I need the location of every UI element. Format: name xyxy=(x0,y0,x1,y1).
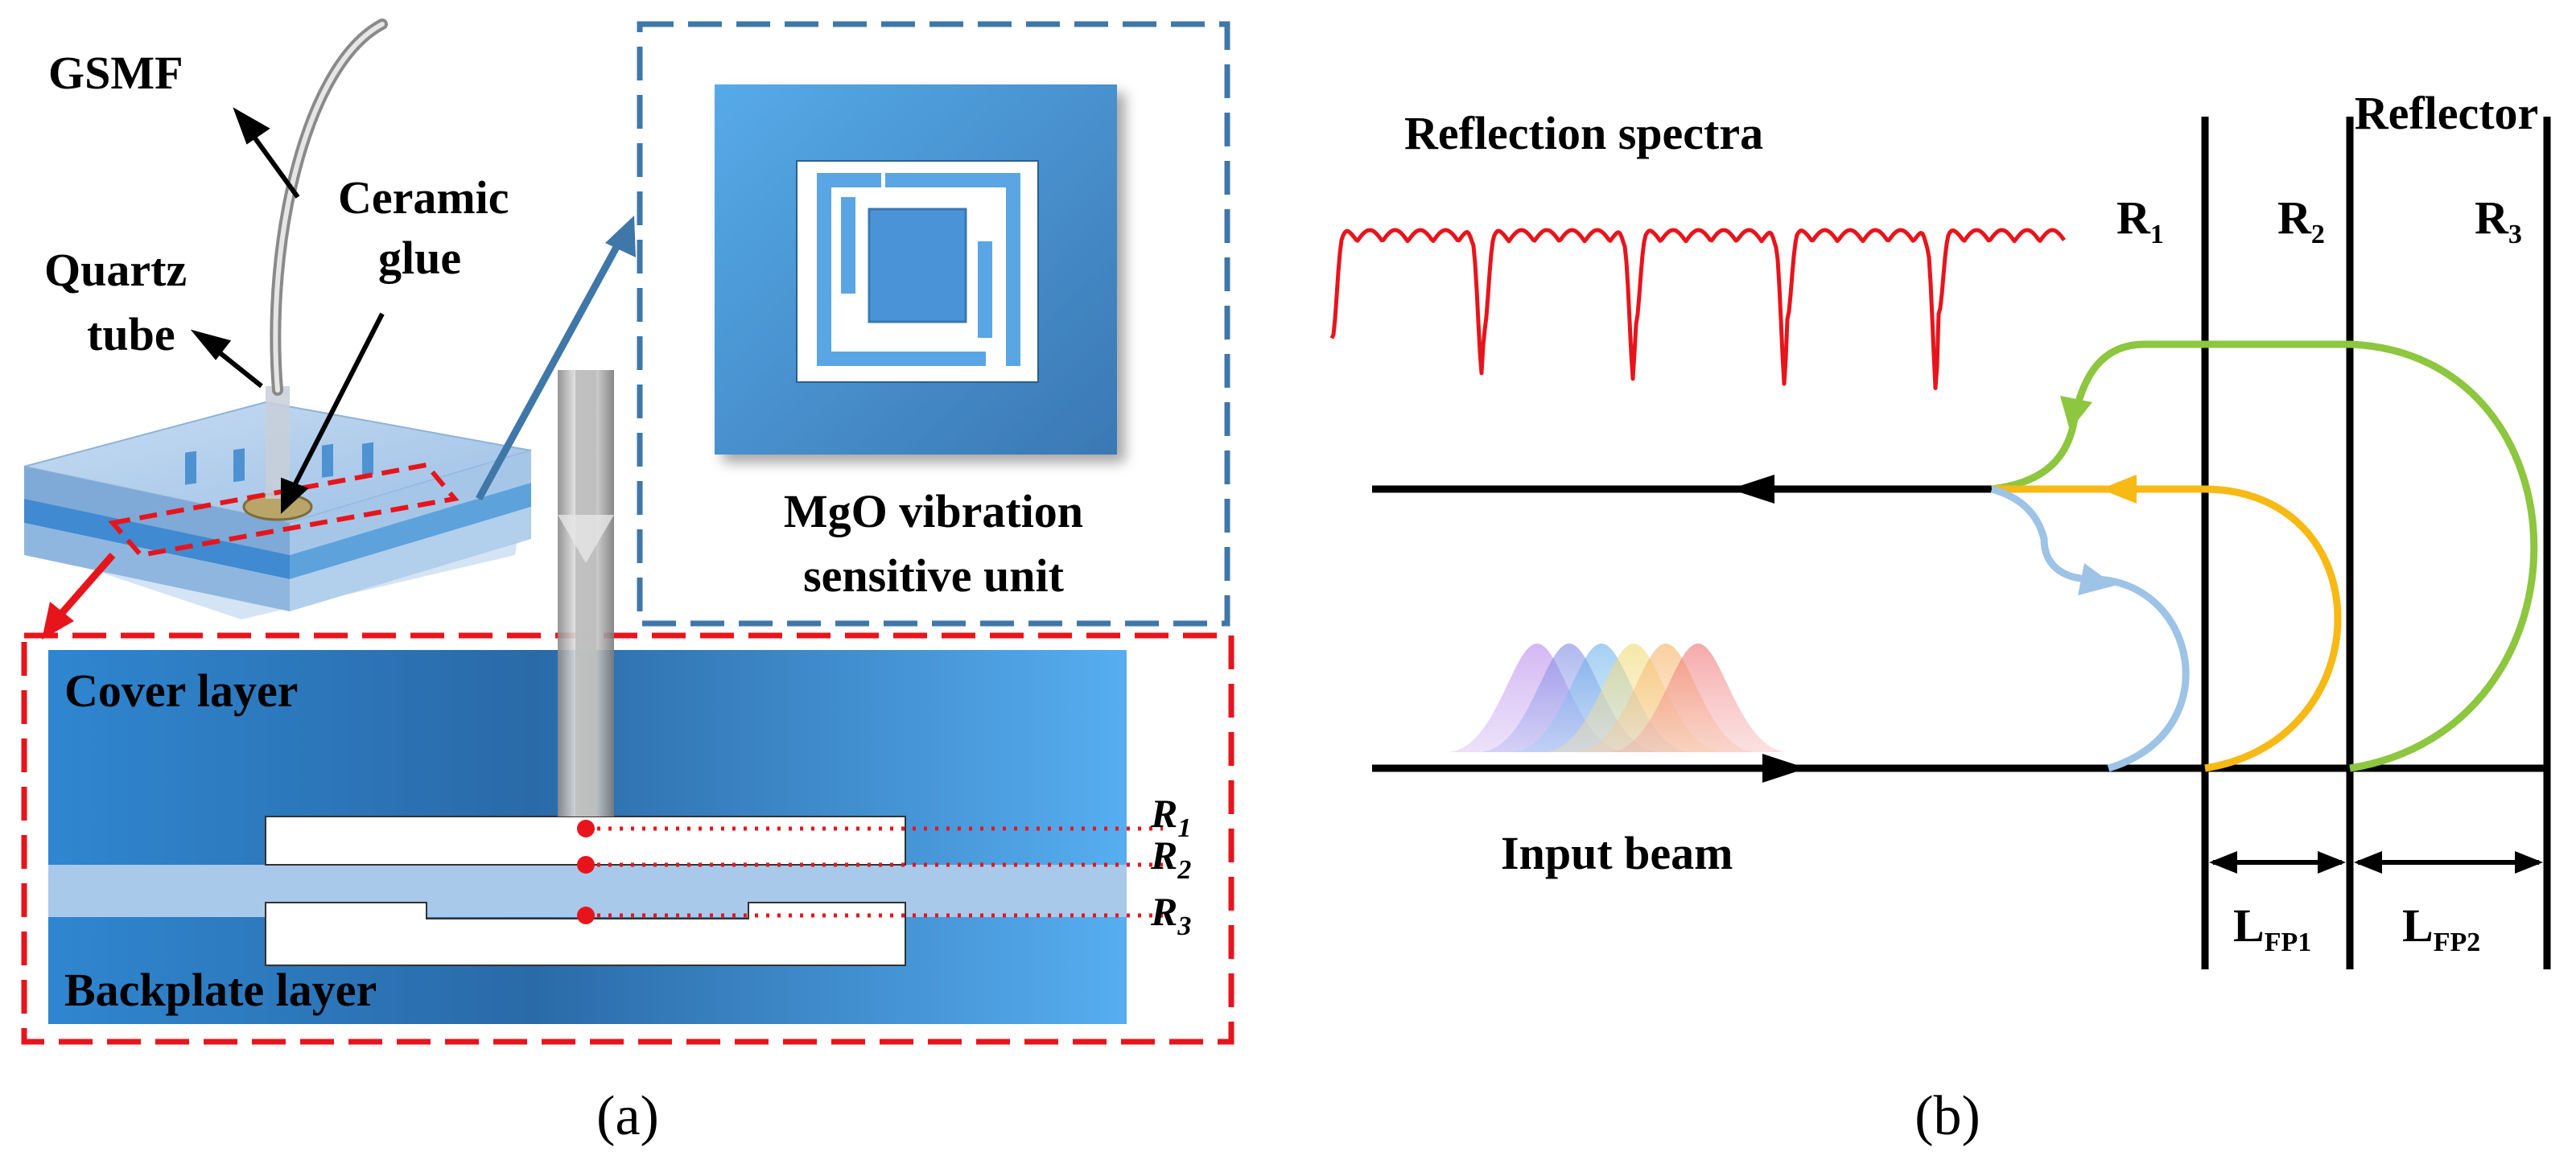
label-a-r1: R1 xyxy=(1150,791,1191,843)
label-ceramic-2: glue xyxy=(378,232,461,284)
arrow-r2-yellow xyxy=(2100,475,2137,504)
label-b-r2: R2 xyxy=(2277,191,2325,249)
label-quartz-2: tube xyxy=(87,308,175,360)
caption-b: (b) xyxy=(1914,1085,1980,1147)
label-backplate-layer: Backplate layer xyxy=(64,964,377,1016)
arrow-r1-blue xyxy=(2078,563,2115,595)
zoom-arrow-blue xyxy=(476,216,636,501)
path-r1-blue xyxy=(1990,485,2190,772)
reflection-spectrum-curve xyxy=(1329,228,2067,390)
path-r3-green xyxy=(2072,340,2538,772)
label-mgo-1: MgO vibration xyxy=(784,485,1083,537)
zoom-arrow-red xyxy=(42,553,116,640)
label-mgo-2: sensitive unit xyxy=(803,549,1065,602)
cross-section-frame xyxy=(21,632,1234,1045)
panel-a: GSMF Ceramic glue Quartz tube MgO vibrat… xyxy=(21,19,1234,1147)
label-b-r3: R3 xyxy=(2475,191,2522,249)
input-pulses xyxy=(1449,644,1787,752)
cross-section xyxy=(48,370,1163,1024)
arrow-r3-green xyxy=(2060,396,2092,430)
sensor-3d-plate xyxy=(23,19,532,619)
path-r2-yellow xyxy=(1992,485,2342,772)
label-arrows xyxy=(190,107,385,514)
caption-a: (a) xyxy=(596,1085,659,1147)
panel-b: Reflection spectra Reflector R1 R2 R3 xyxy=(1329,87,2551,1147)
label-lfp1: LFP1 xyxy=(2233,899,2311,957)
label-reflection-spectra: Reflection spectra xyxy=(1404,107,1763,159)
label-a-r3: R3 xyxy=(1150,889,1191,941)
label-a-r2: R2 xyxy=(1150,833,1191,885)
plate-section-marker xyxy=(108,462,460,558)
label-lfp2: LFP2 xyxy=(2402,899,2480,957)
label-cover-layer: Cover layer xyxy=(64,664,298,717)
mgo-inset-frame xyxy=(637,21,1230,627)
label-ceramic-1: Ceramic xyxy=(338,171,509,224)
label-input-beam: Input beam xyxy=(1501,827,1733,879)
reflector-lines xyxy=(2201,117,2551,969)
dimension-lfp1 xyxy=(2209,851,2346,874)
label-quartz-1: Quartz xyxy=(44,244,187,296)
label-b-r1: R1 xyxy=(2116,191,2164,249)
path-r1-green-merge xyxy=(1991,418,2079,493)
dimension-lfp2 xyxy=(2354,851,2543,874)
mgo-spring-pattern xyxy=(796,160,1039,383)
label-gsmf: GSMF xyxy=(48,47,183,99)
label-reflector: Reflector xyxy=(2355,87,2539,139)
